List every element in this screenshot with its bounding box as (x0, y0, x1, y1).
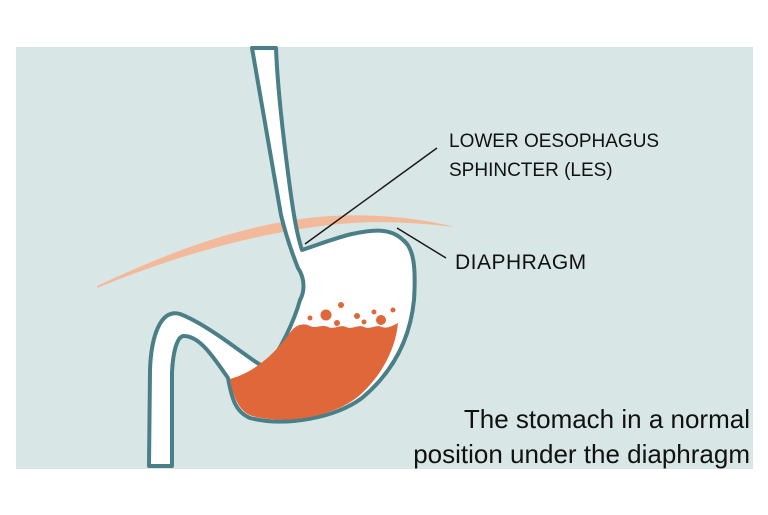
bubble (371, 309, 377, 315)
bubble (338, 302, 344, 308)
diaphragm-muscle (97, 215, 455, 288)
acid-bubbles (301, 302, 396, 330)
caption-line1: The stomach in a normal (463, 404, 750, 434)
diaphragm-leader-line (396, 227, 447, 259)
diaphragm-label: DIAPHRAGM (455, 251, 587, 274)
les-leader-line (304, 147, 438, 245)
bubble (376, 315, 386, 325)
bubble (390, 307, 396, 313)
diagram-caption: The stomach in a normal position under t… (413, 402, 750, 472)
les-label: LOWER OESOPHAGUS SPHINCTER (LES) (449, 127, 659, 185)
bubble (307, 315, 313, 321)
les-label-line1: LOWER OESOPHAGUS (449, 131, 660, 152)
les-label-line2: SPHINCTER (LES) (449, 160, 613, 181)
bubble (301, 324, 307, 330)
bubble (320, 309, 332, 321)
bubble (354, 313, 360, 319)
stomach-acid (230, 323, 398, 420)
bubble (361, 319, 367, 325)
bubble (334, 320, 340, 326)
caption-line2: position under the diaphragm (413, 439, 750, 469)
